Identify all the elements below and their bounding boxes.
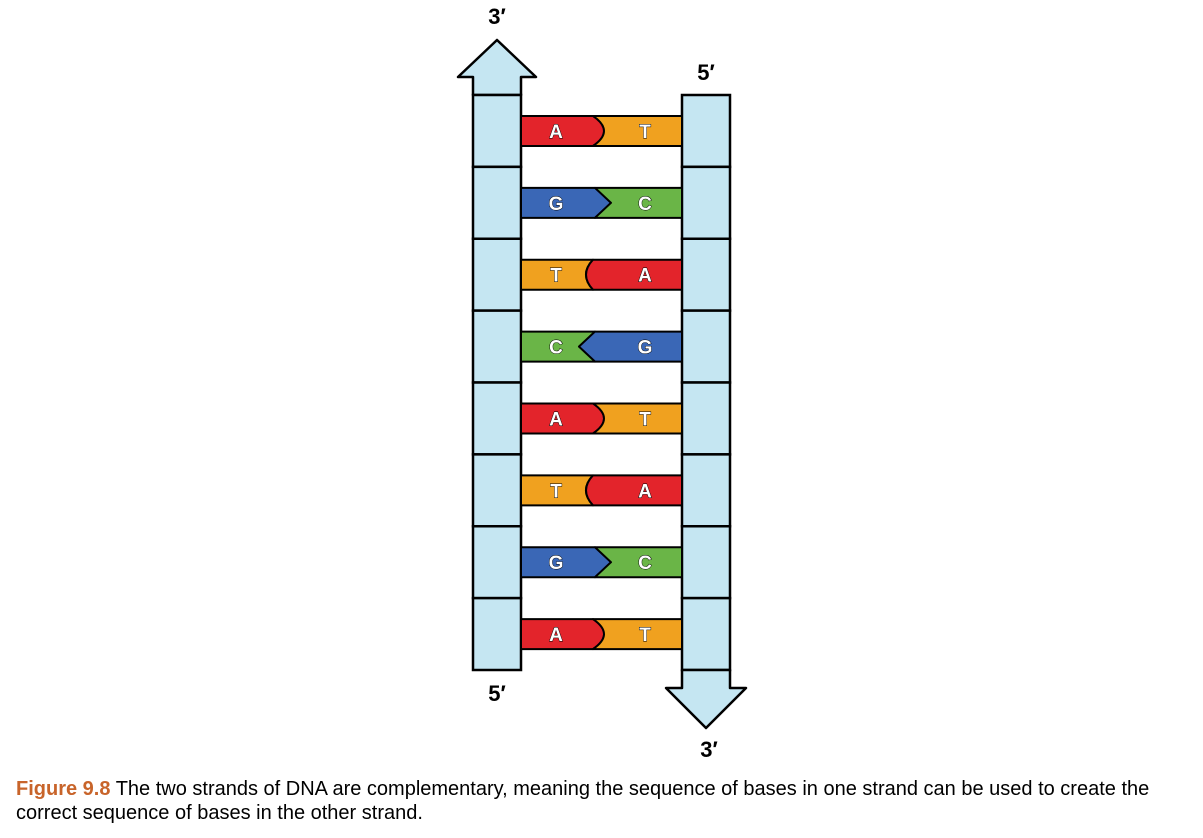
left-backbone-segment [471,165,523,240]
right-base-letter: C [638,194,652,215]
right-backbone-segment [680,237,732,312]
left-backbone-segment [471,309,523,384]
right-base-letter: T [639,122,651,143]
caption-text: The two strands of DNA are complementary… [16,778,1150,824]
left-backbone-segment [471,93,523,169]
left-base-letter: A [549,409,563,430]
right-strand-bottom-label: 3′ [700,737,718,762]
right-base [578,330,683,363]
right-base [592,402,683,435]
right-base [585,474,683,507]
right-backbone-segment [680,93,732,169]
right-base-letter: T [639,409,651,430]
left-backbone-segment [471,596,523,672]
left-backbone-segment [471,237,523,312]
figure-number: Figure 9.8 [16,778,111,800]
left-base-letter: A [549,625,563,646]
left-strand-top-label: 3′ [488,4,506,29]
left-base-letter: G [549,553,564,574]
right-strand [664,93,748,730]
right-strand-top-label: 5′ [697,60,715,85]
right-base [592,618,683,651]
right-base-letter: A [638,481,652,502]
left-base-letter: C [549,338,563,359]
left-base [520,546,612,579]
right-base [585,258,683,291]
right-backbone-segment [680,165,732,240]
right-backbone-segment [680,596,732,672]
right-backbone-segment [680,309,732,384]
figure-caption: Figure 9.8 The two strands of DNA are co… [16,777,1196,825]
right-base-letter: T [639,625,651,646]
right-backbone-segment [680,381,732,456]
left-strand-arrowhead [456,38,538,97]
right-backbone-segment [680,453,732,528]
right-strand-arrowhead [664,668,748,730]
right-base [594,546,683,579]
right-base-letter: A [638,266,652,287]
left-base-letter: T [550,266,562,287]
left-base [520,186,612,219]
left-strand-bottom-label: 5′ [488,681,506,706]
right-base [594,186,683,219]
left-base-letter: G [549,194,564,215]
right-base [592,114,683,147]
right-base-letter: G [638,338,653,359]
left-backbone-segment [471,381,523,456]
left-base-letter: T [550,481,562,502]
right-base-letter: C [638,553,652,574]
left-backbone-segment [471,453,523,528]
left-backbone-segment [471,525,523,600]
left-base-letter: A [549,122,563,143]
right-backbone-segment [680,525,732,600]
